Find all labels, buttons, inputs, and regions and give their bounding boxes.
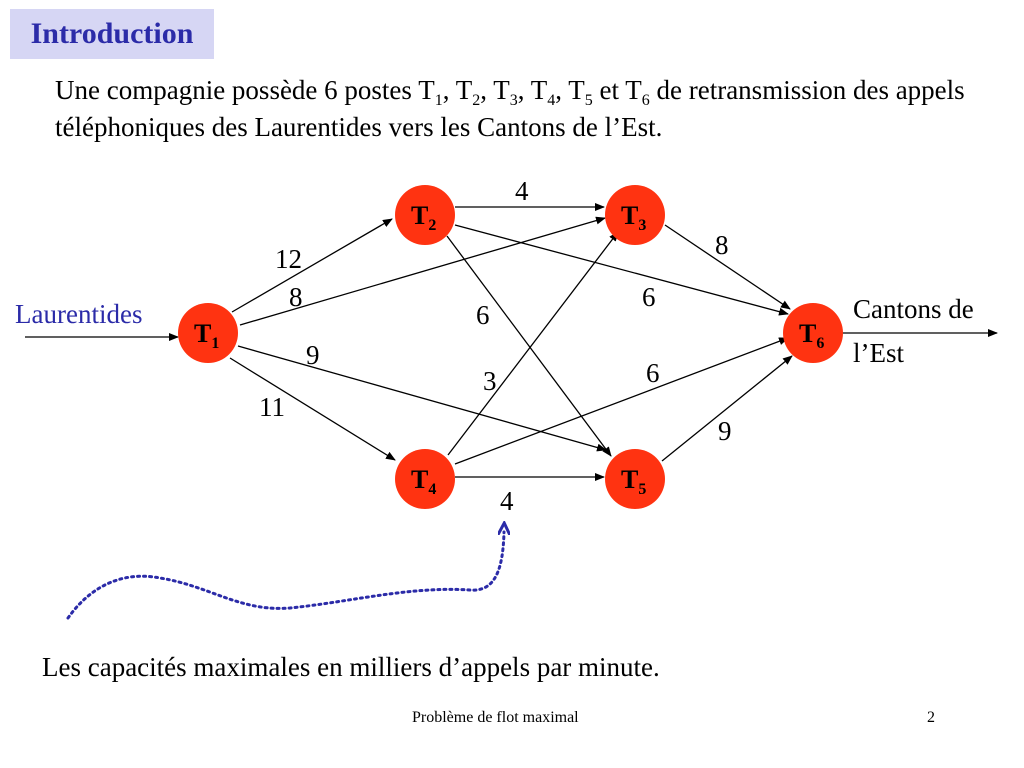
post-t2: T2, [455, 75, 494, 109]
node-t3: T3 [605, 185, 665, 245]
edge-t4-t6 [454, 337, 789, 465]
capacity-caption: Les capacités maximales en milliers d’ap… [42, 652, 660, 682]
capacity-t5-t6: 9 [718, 416, 732, 446]
capacity-t2-t5: 6 [476, 300, 490, 330]
svg-text:T6: T6 [799, 319, 824, 352]
source-label: Laurentides [15, 299, 142, 329]
capacity-t1-t2: 12 [275, 244, 302, 274]
nodes: T1 T2 T3 T4 T5 T6 [178, 185, 843, 509]
intro-text-end: de retransmission des appels téléphoniqu… [55, 75, 965, 142]
intro-text-start: Une compagnie possède 6 postes [55, 75, 419, 105]
node-t6: T6 [783, 303, 843, 363]
footer-title: Problème de flot maximal [412, 709, 579, 726]
capacity-t4-t6: 6 [646, 358, 660, 388]
svg-text:T1: T1 [194, 319, 219, 352]
svg-text:T2: T2 [411, 201, 436, 234]
edge-t2-t5 [446, 235, 612, 457]
slide-title: Introduction [10, 9, 214, 59]
svg-text:T5: T5 [621, 465, 646, 498]
post-t6: T6 [625, 75, 650, 109]
capacity-t1-t4: 11 [259, 392, 285, 422]
edges [25, 203, 998, 481]
dotted-pointer-arrow [66, 532, 504, 620]
capacity-labels: 12 8 9 11 4 6 6 8 3 6 4 9 [259, 176, 732, 516]
edge-t1-t3 [239, 216, 606, 326]
edge-t5-t6 [661, 355, 793, 462]
node-t1: T1 [178, 303, 238, 363]
edge-t1-t5 [237, 345, 607, 452]
edge-t1-t4 [229, 357, 396, 461]
capacity-t4-t3: 3 [483, 366, 497, 396]
sink-label-line1: Cantons de [853, 294, 974, 324]
node-t2: T2 [395, 185, 455, 245]
capacity-t1-t5: 9 [306, 340, 320, 370]
capacity-t4-t5: 4 [500, 486, 514, 516]
sink-label-line2: l’Est [853, 338, 904, 368]
post-t3: T3, [493, 75, 531, 109]
edge-t2-t6 [454, 224, 789, 316]
capacity-t3-t6: 8 [715, 230, 729, 260]
post-t5: T5 et [568, 75, 626, 109]
svg-text:T4: T4 [411, 465, 436, 498]
post-t1: T1, [418, 75, 456, 109]
node-t4: T4 [395, 449, 455, 509]
intro-paragraph: Une compagnie possède 6 postes T1, T2, T… [55, 72, 965, 146]
capacity-t2-t6: 6 [642, 282, 656, 312]
capacity-t1-t3: 8 [289, 282, 303, 312]
svg-text:T3: T3 [621, 201, 646, 234]
node-t5: T5 [605, 449, 665, 509]
capacity-t2-t3: 4 [515, 176, 529, 206]
edge-t3-t6 [664, 224, 791, 310]
post-t4: T4, [530, 75, 569, 109]
edge-t1-t2 [231, 218, 393, 313]
page-number: 2 [927, 709, 935, 726]
edge-t4-t3 [447, 231, 619, 456]
